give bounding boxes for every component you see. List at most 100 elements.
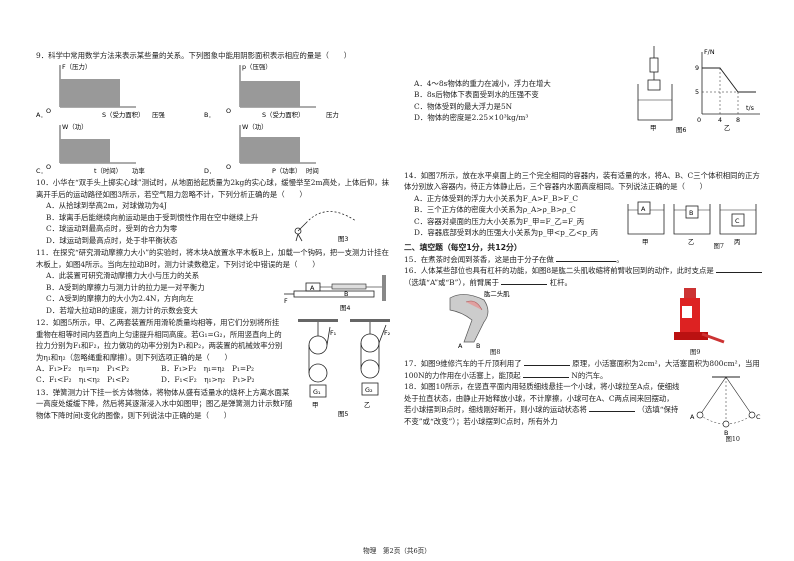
figure-5-sub-jia: 甲 [312, 401, 318, 409]
figure-7-cube-a: A [641, 205, 646, 213]
q9-graph-d: W（功） O P（功率） 时间 D． [204, 123, 319, 175]
figure-6-tick-4: 4 [718, 116, 722, 124]
figure-6-xlabel: t/s [746, 104, 755, 112]
figure-4-label-f: F [284, 297, 288, 305]
figure-4-label-b: B [344, 290, 348, 298]
q10-option-b[interactable]: B．球离手后能继续向前运动是由于受到惯性作用在空中继续上升 [46, 212, 259, 222]
q11-stem: 11．在探究“研究滑动摩擦力大小”的实验时，将木块A放置水平木板B上，加载一个钩… [36, 248, 389, 269]
figure-8-muscle-label: 肱二头肌 [484, 289, 510, 298]
q15-text: 15．在煮茶时会闻到茶香，这是由于分子在做 [404, 254, 554, 264]
q9-graph-grid: F（压力） O S（受力面积） 压强 A． p（压强） O S（受力面积） 压力… [36, 63, 339, 175]
right-column: A．4～8s物体的重力在减小，浮力在增大 B．8s后物体下表面受到水的压强不变 … [404, 46, 764, 443]
figure-10-label-c: C [756, 413, 761, 421]
q12-options-row-1: A．F₁>F₂ η₁=η₂ P₁<P₂ B．F₁>F₂ η₁=η₂ P₁=P₂ [36, 363, 286, 374]
figure-7-sub-bing: 丙 [734, 238, 740, 246]
figure-5-pulleys: F₁ G₁ F₂ G₂ 甲 乙 图5 [298, 319, 391, 417]
q11-option-b[interactable]: B．A受到的摩擦力与测力计的拉力是一对平衡力 [46, 282, 205, 292]
figure-5-sub-yi: 乙 [364, 401, 370, 409]
q10-option-a[interactable]: A．从拾球到举高2m，对球做功为4J [46, 201, 167, 211]
q10: 10．小华在“双手头上掷实心球”测试时，从地面拾起质量为2kg的实心球，缓慢举至… [36, 177, 396, 246]
q9-graphs: F（压力） O S（受力面积） 压强 A． p（压强） O S（受力面积） 压力… [36, 63, 396, 175]
q9-d-ylabel: W（功） [242, 123, 268, 131]
figure-3-throw: 图3 [294, 211, 357, 243]
q10-option-d[interactable]: D．球运动到最高点时，处于非平衡状态 [46, 235, 178, 245]
q13-option-b[interactable]: B．8s后物体下表面受到水的压强不变 [414, 90, 539, 100]
figure-7-cube-c: C [735, 217, 740, 225]
left-column: 9．科学中常用数学方法来表示某些量的关系。下列图象中能用阴影面积表示相应的量是（… [36, 50, 396, 421]
q13-stem: 13．弹簧测力计下挂一长方体物体，将物体从盛有适量水的烧杯上方离水面某一高度处缓… [36, 387, 293, 420]
q12-stem: 12．如图5所示，甲、乙两套装置所用滑轮质量均相等，用它们分别将所挂重物在相等时… [36, 318, 283, 362]
q16: 16．人体某些部位也具有杠杆的功能，如图8是肱二头肌收缩将前臂收回到的动作，此时… [404, 265, 764, 288]
figure-8-label-b: B [476, 342, 480, 350]
q9-d-letter: D． [204, 167, 215, 175]
q14-option-c[interactable]: C．容器对桌面的压力大小关系为F_甲=F_乙=F_丙 [414, 216, 585, 226]
q15-blank[interactable] [556, 254, 617, 262]
q9-b-ylabel: p（压强） [242, 63, 272, 71]
q12-option-d[interactable]: D．F₁<F₂ η₁>η₂ P₁>P₂ [161, 375, 255, 385]
q14-option-d[interactable]: D．容器底部受到水的压强大小关系为p_甲<p_乙<p_丙 [414, 228, 599, 238]
q12-option-a[interactable]: A．F₁>F₂ η₁=η₂ P₁<P₂ [36, 363, 129, 373]
q11-option-a[interactable]: A．此装置可研究滑动摩擦力大小与压力的关系 [46, 271, 200, 281]
q13-options: A．4～8s物体的重力在减小，浮力在增大 B．8s后物体下表面受到水的压强不变 … [404, 46, 764, 166]
figure-5-label-g1: G₁ [313, 388, 321, 396]
q15: 15．在煮茶时会闻到茶香，这是由于分子在做 。 [404, 254, 624, 264]
figure-6-origin: 0 [697, 116, 701, 124]
figure-9-caption: 图9 [690, 348, 701, 357]
q9-c-ylabel: W（功） [62, 123, 88, 131]
q18-blank-1[interactable] [589, 404, 636, 413]
q9-a-letter: A． [36, 111, 47, 119]
q16-blank-2[interactable] [501, 277, 548, 285]
q9-graph-b: p（压强） O S（受力面积） 压力 B． [204, 63, 339, 119]
figure-3-caption: 图3 [338, 235, 348, 243]
q9-b-xlabel: S（受力面积） [262, 110, 304, 119]
q18-line: 18．如图10所示，在竖直平面内用轻质细线悬挂一个小球，将小球拉至A点，使细线处… [404, 381, 680, 427]
figure-7-sub-jia: 甲 [642, 238, 648, 246]
q9-a-origin: O [46, 107, 51, 115]
figure-8-caption: 图8 [490, 348, 501, 357]
q17-blank-1[interactable] [523, 358, 570, 367]
figure-6-sub-jia: 甲 [650, 124, 656, 132]
figure-5-label-f2: F₂ [384, 329, 391, 337]
q9-a-caption: 压强 [152, 111, 165, 119]
figure-7-containers: A 甲 B 乙 C 丙 [627, 201, 757, 246]
figure-5-label-g2: G₂ [365, 386, 373, 394]
figure-6-ylabel: F/N [704, 48, 715, 56]
figure-5-caption: 图5 [338, 410, 348, 417]
figure-6: 甲 F/N t/s 9 5 4 8 0 乙 图6 [637, 46, 760, 134]
figure-10-label-a: A [690, 413, 695, 421]
q18-text-b: （选填“保持不变”或“改变”）；若小球摆到C点时，所有外力 [404, 405, 679, 426]
figure-6-tick-9: 9 [695, 64, 699, 72]
section-2-heading: 二、填空题（每空1分，共12分） [404, 242, 522, 252]
q9-c-caption: 功率 [132, 166, 145, 175]
figure-6-sub-yi: 乙 [724, 124, 730, 132]
q11-option-c[interactable]: C．A受到的摩擦力的大小为2.4N，方向向左 [46, 294, 194, 304]
figure-6-caption: 图6 [676, 126, 686, 134]
q16-blank-1[interactable] [716, 265, 763, 274]
q13-option-a[interactable]: A．4～8s物体的重力在减小，浮力在增大 [414, 79, 551, 88]
q17-text-c: N的汽车。 [571, 370, 608, 380]
figure-10-label-b: B [724, 429, 728, 437]
q14: 14．如图7所示，放在水平桌面上的三个完全相同的容器内，装有适量的水，将A、B、… [404, 170, 764, 250]
q9-b-letter: B． [204, 111, 215, 119]
figure-10-caption: 图10 [725, 435, 740, 444]
q13-option-d[interactable]: D．物体的密度是2.25×10³kg/m³ [414, 113, 529, 123]
q9-a-ylabel: F（压力） [62, 63, 91, 71]
figure-8-label-a: A [458, 342, 463, 350]
q9-c-origin: O [46, 163, 51, 171]
q18-text-a: 18．如图10所示，在竖直平面内用轻质细线悬挂一个小球，将小球拉至A点，使细线处… [404, 382, 680, 415]
q9-stem: 9．科学中常用数学方法来表示某些量的关系。下列图象中能用阴影面积表示相应的量是（… [36, 51, 352, 60]
q11-option-d[interactable]: D．若增大拉动B的速度，测力计的示数会变大 [46, 305, 198, 315]
q14-option-b[interactable]: B．三个正方体的密度大小关系为ρ_A>ρ_B>ρ_C [414, 205, 576, 215]
q12-option-b[interactable]: B．F₁>F₂ η₁=η₂ P₁=P₂ [161, 363, 255, 373]
q9-graph-a: F（压力） O S（受力面积） 压强 A． [36, 63, 165, 119]
q13-option-c[interactable]: C．物体受到的最大浮力是5N [414, 101, 513, 111]
q10-option-c[interactable]: C．球运动到最高点时，受到的合力为零 [46, 224, 178, 234]
page-footer: 物理 第2页（共6页） [363, 547, 431, 555]
q16-text-b: （选填“A”或“B”），前臂属于 [404, 277, 500, 287]
q14-option-a[interactable]: A．正方体受到的浮力大小关系为F_A>F_B>F_C [414, 193, 579, 203]
q9-b-origin: O [226, 107, 231, 115]
figures-8-9: 肱二头肌 A B 图8 图9 [404, 288, 764, 358]
q17-blank-2[interactable] [523, 370, 570, 378]
q12-option-c[interactable]: C．F₁<F₂ η₁<η₂ P₁<P₂ [36, 375, 130, 385]
q17-text-a: 17．如图9维修汽车的千斤顶利用了 [404, 359, 522, 369]
